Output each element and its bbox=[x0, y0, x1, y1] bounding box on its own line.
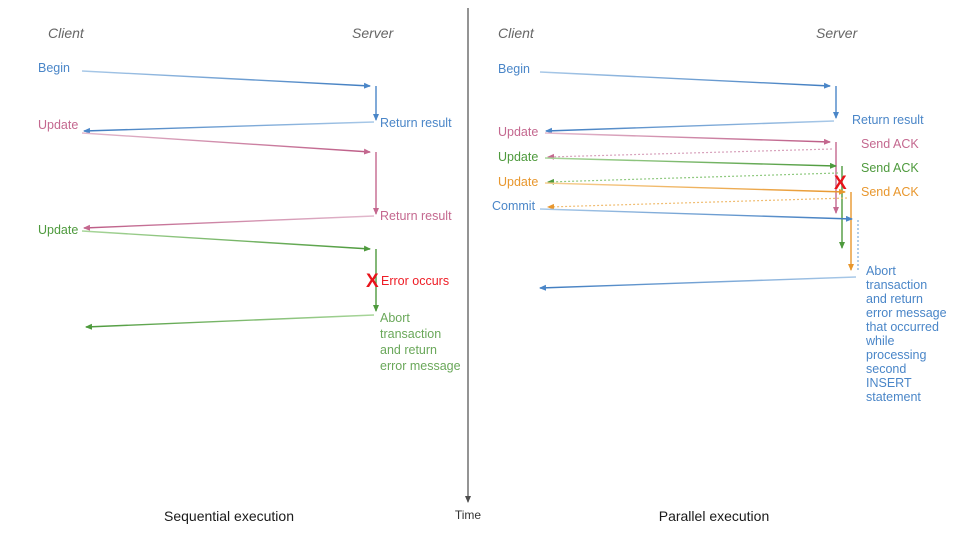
left-abort-line-3: and return bbox=[380, 343, 437, 357]
left-lane-header-server: Server bbox=[352, 25, 395, 41]
right-lane-header-client: Client bbox=[498, 25, 535, 41]
label-update-1: Update bbox=[38, 118, 78, 132]
left-abort-line-4: error message bbox=[380, 359, 461, 373]
arrow-begin-request bbox=[81, 70, 371, 89]
arrow-update-2-request bbox=[81, 230, 371, 252]
arrow-r-send-ack-3 bbox=[547, 197, 848, 210]
r-abort-line-9: INSERT bbox=[866, 376, 912, 390]
arrow-return-result-1 bbox=[83, 121, 375, 134]
left-panel-sequential: Client Server X Begin Return result Upda… bbox=[38, 25, 461, 524]
arrow-r-update-1-request bbox=[544, 132, 831, 145]
left-abort-line-1: Abort bbox=[380, 311, 410, 325]
arrow-r-return-result bbox=[545, 120, 835, 134]
left-abort-line-2: transaction bbox=[380, 327, 441, 341]
r-error-x-icon: X bbox=[834, 173, 847, 194]
r-label-commit: Commit bbox=[492, 199, 536, 213]
arrow-r-update-2-request bbox=[544, 157, 837, 169]
r-abort-line-1: Abort bbox=[866, 264, 896, 278]
r-label-begin: Begin bbox=[498, 62, 530, 76]
r-label-send-ack-3: Send ACK bbox=[861, 185, 919, 199]
time-axis-label: Time bbox=[455, 508, 482, 522]
r-abort-line-2: transaction bbox=[866, 278, 927, 292]
r-abort-line-5: that occurred bbox=[866, 320, 939, 334]
arrow-r-update-3-request bbox=[544, 182, 846, 195]
r-abort-line-10: statement bbox=[866, 390, 921, 404]
arrow-abort-return bbox=[85, 314, 375, 330]
arrow-r-send-ack-2 bbox=[547, 172, 839, 185]
label-error-occurs: Error occurs bbox=[381, 274, 449, 288]
label-update-2: Update bbox=[38, 223, 78, 237]
error-x-icon: X bbox=[366, 271, 379, 292]
left-abort-message-block: Abort transaction and return error messa… bbox=[380, 311, 461, 373]
r-label-return-result: Return result bbox=[852, 113, 924, 127]
r-abort-line-7: processing bbox=[866, 348, 926, 362]
arrow-r-commit-request bbox=[539, 208, 853, 222]
label-return-result-2: Return result bbox=[380, 209, 452, 223]
arrow-r-send-ack-1 bbox=[547, 148, 833, 160]
right-abort-message-block: Abort transaction and return error messa… bbox=[865, 264, 947, 404]
arrow-return-result-2 bbox=[83, 215, 375, 231]
r-label-update-2: Update bbox=[498, 150, 538, 164]
r-abort-line-3: and return bbox=[866, 292, 923, 306]
arrow-r-abort-return bbox=[539, 276, 857, 291]
left-lane-header-client: Client bbox=[48, 25, 85, 41]
label-return-result-1: Return result bbox=[380, 116, 452, 130]
left-panel-caption: Sequential execution bbox=[164, 508, 294, 524]
arrow-r-begin-request bbox=[539, 71, 831, 89]
time-axis: Time bbox=[455, 8, 482, 522]
right-panel-caption: Parallel execution bbox=[659, 508, 770, 524]
r-abort-line-4: error message bbox=[866, 306, 947, 320]
r-abort-line-6: while bbox=[865, 334, 895, 348]
r-label-send-ack-2: Send ACK bbox=[861, 161, 919, 175]
arrow-update-1-request bbox=[81, 132, 371, 155]
right-lane-header-server: Server bbox=[816, 25, 859, 41]
r-label-send-ack-1: Send ACK bbox=[861, 137, 919, 151]
r-label-update-3: Update bbox=[498, 175, 538, 189]
r-abort-line-8: second bbox=[866, 362, 906, 376]
label-begin: Begin bbox=[38, 61, 70, 75]
right-panel-parallel: Client Server X Begin Update Update Upda… bbox=[492, 25, 947, 524]
r-label-update-1: Update bbox=[498, 125, 538, 139]
